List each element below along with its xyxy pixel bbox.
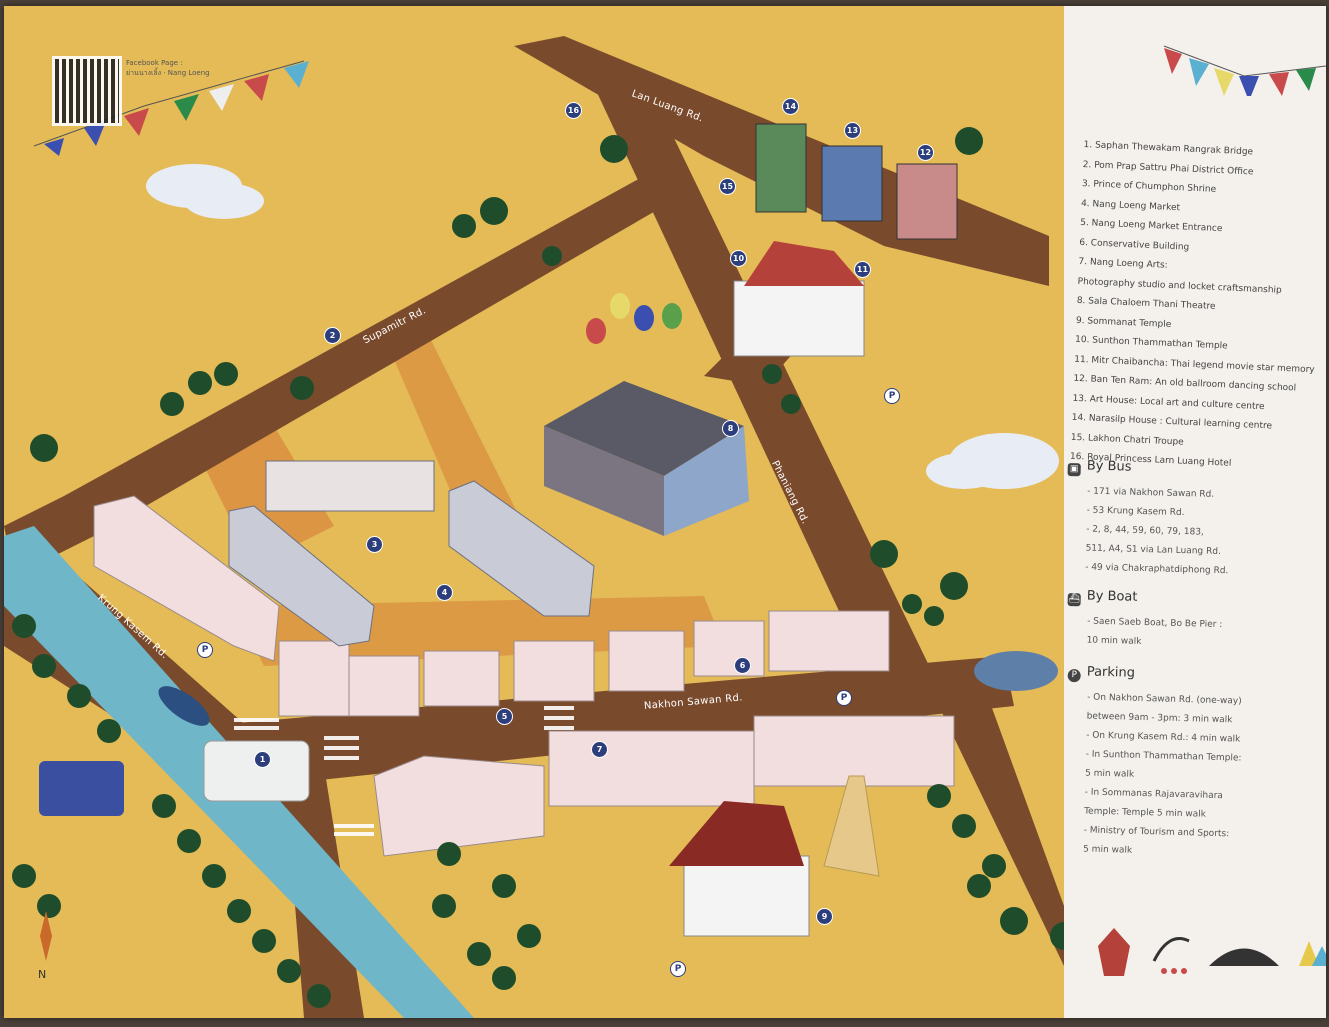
marker-11[interactable]: 11 bbox=[854, 261, 871, 278]
marker-14[interactable]: 14 bbox=[782, 98, 799, 115]
by-boat-title: By Boat bbox=[1086, 588, 1138, 605]
marker-16[interactable]: 16 bbox=[565, 102, 582, 119]
marker-8[interactable]: 8 bbox=[722, 420, 739, 437]
places-list: 1. Saphan Thewakam Rangrak Bridge 2. Pom… bbox=[1070, 136, 1326, 478]
boat bbox=[158, 686, 210, 726]
parking-title: Parking bbox=[1086, 664, 1136, 681]
boat-icon: ⛴ bbox=[1067, 592, 1081, 607]
market-shed bbox=[228, 505, 375, 647]
narasilp-house bbox=[755, 123, 807, 213]
trees bbox=[12, 127, 1064, 1008]
tuk-tuk bbox=[39, 761, 124, 816]
legend-bunting bbox=[1163, 45, 1326, 96]
facebook-label: Facebook Page : bbox=[126, 59, 183, 67]
parking-marker[interactable]: P bbox=[884, 388, 900, 404]
sommanat-temple bbox=[669, 801, 810, 937]
supamitr-road bbox=[4, 176, 664, 576]
by-bus-section: ▣By Bus - 171 via Nakhon Sawan Rd. - 53 … bbox=[1065, 458, 1326, 584]
illustrated-map: Facebook Page : ย่านนางเลิ้ง · Nang Loen… bbox=[4, 6, 1064, 1018]
marker-12[interactable]: 12 bbox=[917, 144, 934, 161]
parking-marker[interactable]: P bbox=[197, 642, 213, 658]
marker-5[interactable]: 5 bbox=[496, 708, 513, 725]
sunthon-thammathan-temple bbox=[733, 241, 865, 357]
shophouse-row-west bbox=[93, 495, 280, 662]
marker-7[interactable]: 7 bbox=[591, 741, 608, 758]
by-boat-heading: ⛴ By Boat bbox=[1067, 588, 1326, 613]
marker-6[interactable]: 6 bbox=[734, 657, 751, 674]
sala-chaloem-thani-theatre bbox=[544, 381, 749, 536]
marker-4[interactable]: 4 bbox=[436, 584, 453, 601]
facebook-page-text: Facebook Page : ย่านนางเลิ้ง · Nang Loen… bbox=[126, 58, 210, 78]
facebook-page-name: ย่านนางเลิ้ง · Nang Loeng bbox=[126, 69, 210, 77]
parking-marker[interactable]: P bbox=[670, 961, 686, 977]
ministry-logo bbox=[1152, 937, 1190, 974]
parking-heading: P Parking bbox=[1067, 664, 1326, 689]
sponsor-logos bbox=[1094, 926, 1326, 986]
by-boat-section: ⛴By Boat - Saen Saeb Boat, Bo Be Pier : … bbox=[1066, 588, 1326, 657]
ban-ten-ram bbox=[896, 163, 958, 240]
marker-2[interactable]: 2 bbox=[324, 327, 341, 344]
parking-marker[interactable]: P bbox=[836, 690, 852, 706]
nakhon-sawan-road bbox=[204, 656, 1014, 786]
north-label: N bbox=[38, 968, 47, 981]
balloons bbox=[586, 293, 682, 344]
nang-loeng-logo bbox=[1209, 948, 1279, 966]
north-arrow bbox=[40, 911, 52, 961]
market-alley bbox=[194, 426, 334, 566]
tourism-logo bbox=[1299, 941, 1326, 966]
map-artwork bbox=[4, 6, 1064, 1018]
parking-icon: P bbox=[1067, 668, 1081, 683]
marker-10[interactable]: 10 bbox=[730, 250, 747, 267]
marker-15[interactable]: 15 bbox=[719, 178, 736, 195]
clouds bbox=[146, 164, 1059, 489]
garuda-emblem-logo bbox=[1098, 928, 1130, 976]
bridge bbox=[203, 740, 310, 802]
marker-3[interactable]: 3 bbox=[366, 536, 383, 553]
marker-9[interactable]: 9 bbox=[816, 908, 833, 925]
bus-icon: ▣ bbox=[1067, 462, 1081, 477]
art-house bbox=[821, 145, 883, 222]
by-bus-title: By Bus bbox=[1086, 458, 1132, 475]
map-sheet: Facebook Page : ย่านนางเลิ้ง · Nang Loen… bbox=[4, 6, 1326, 1018]
legend-panel: 1. Saphan Thewakam Rangrak Bridge 2. Pom… bbox=[1064, 6, 1326, 1018]
qr-code[interactable] bbox=[52, 56, 122, 126]
bunting bbox=[33, 60, 309, 156]
chedi bbox=[823, 775, 880, 877]
marker-1[interactable]: 1 bbox=[254, 751, 271, 768]
marker-13[interactable]: 13 bbox=[844, 122, 861, 139]
blue-car bbox=[974, 651, 1058, 691]
